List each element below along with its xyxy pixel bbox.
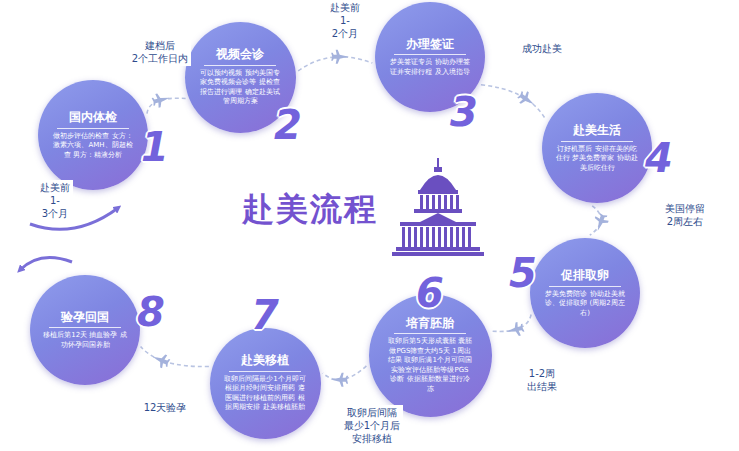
edge-label: 建档后 2个工作日内 bbox=[129, 38, 191, 66]
step-number: 1 bbox=[141, 127, 169, 167]
edge-label: 取卵后间隔 最少1个月后 安排移植 bbox=[341, 405, 403, 446]
step-number: 7 bbox=[251, 295, 279, 335]
step-content: 赴美生活订好机票后 安排在美的吃住行 梦美免费管家 协助赴美后吃住行 bbox=[555, 123, 639, 173]
step-circle: 培育胚胎取卵后第5天形成囊胚 囊胚做PGS筛查大约5天 1周出结果 取卵后满1个… bbox=[369, 294, 492, 417]
edge-label: 1-2周 出结果 bbox=[524, 366, 560, 394]
step-number: 8 bbox=[137, 292, 165, 332]
flight-connector bbox=[298, 57, 372, 71]
step-description: 可以预约视频 预约美国专家免费视频会诊等 提检查报告进行调理 确定赴美试管周期方… bbox=[198, 69, 282, 107]
timing-note: 赴美前 1-3个月 bbox=[37, 180, 73, 221]
step-circle: 视频会诊可以预约视频 预约美国专家免费视频会诊等 提检查报告进行调理 确定赴美试… bbox=[185, 22, 296, 133]
return-arrow bbox=[20, 258, 72, 271]
step-description: 梦美免费陪诊 协助赴美就诊、促排取卵 (周期2周左右) bbox=[543, 290, 627, 318]
step-content: 视频会诊可以预约视频 预约美国专家免费视频会诊等 提检查报告进行调理 确定赴美试… bbox=[198, 47, 282, 106]
step-circle: 赴美移植取卵后间隔最少1个月即可根据月经时间安排用药 遵医嘱进行移植前的用药 根… bbox=[210, 328, 321, 439]
step-title: 培育胚胎 bbox=[394, 316, 466, 335]
step-number: 6 bbox=[416, 273, 444, 313]
flight-connector bbox=[147, 98, 186, 114]
step-content: 验孕回国移植后第12天 抽血验孕 成功怀孕回国养胎 bbox=[43, 310, 127, 350]
step-description: 取卵后第5天形成囊胚 囊胚做PGS筛查大约5天 1周出结果 取卵后满1个月可回国… bbox=[388, 337, 472, 394]
edge-label: 美国停留 2周左右 bbox=[662, 201, 708, 229]
step-content: 国内体检做初步评估的检查 女方：激素六项、AMH、阴超检查 男方：精液分析 bbox=[51, 110, 135, 160]
edge-label: 成功赴美 bbox=[519, 41, 565, 56]
step-number: 5 bbox=[509, 253, 537, 293]
flight-connector bbox=[481, 85, 546, 120]
step-number: 2 bbox=[274, 105, 302, 145]
plane-arrowhead bbox=[150, 350, 171, 369]
step-circle: 验孕回国移植后第12天 抽血验孕 成功怀孕回国养胎8 bbox=[30, 275, 140, 385]
step-content: 办理签证梦美签证专员 协助办理签证并安排行程 及入境指导 bbox=[388, 37, 472, 77]
step-description: 梦美签证专员 协助办理签证并安排行程 及入境指导 bbox=[388, 58, 472, 77]
step-description: 做初步评估的检查 女方：激素六项、AMH、阴超检查 男方：精液分析 bbox=[51, 132, 135, 160]
step-title: 视频会诊 bbox=[204, 47, 276, 66]
step-title: 国内体检 bbox=[57, 110, 129, 129]
step-number: 3 bbox=[450, 92, 478, 132]
capitol-illustration bbox=[392, 158, 484, 256]
step-content: 赴美移植取卵后间隔最少1个月即可根据月经时间安排用药 遵医嘱进行移植前的用药 根… bbox=[223, 353, 307, 412]
plane-arrowhead bbox=[331, 373, 349, 387]
step-content: 培育胚胎取卵后第5天形成囊胚 囊胚做PGS筛查大约5天 1周出结果 取卵后满1个… bbox=[388, 316, 472, 394]
diagram-title: 赴美流程 bbox=[242, 188, 378, 232]
flight-connector bbox=[323, 366, 367, 380]
edge-label: 12天验孕 bbox=[141, 400, 190, 415]
step-description: 移植后第12天 抽血验孕 成功怀孕回国养胎 bbox=[43, 331, 127, 350]
step-title: 赴美生活 bbox=[561, 123, 633, 142]
step-circle: 办理签证梦美签证专员 协助办理签证并安排行程 及入境指导3 bbox=[375, 2, 485, 112]
plane-arrowhead bbox=[505, 321, 525, 339]
step-number: 4 bbox=[645, 138, 673, 178]
step-title: 促排取卵 bbox=[549, 268, 621, 287]
step-description: 取卵后间隔最少1个月即可根据月经时间安排用药 遵医嘱进行移植前的用药 根据周期安… bbox=[223, 375, 307, 413]
plane-arrowhead bbox=[516, 89, 538, 110]
flight-connector bbox=[490, 315, 531, 332]
step-title: 赴美移植 bbox=[229, 353, 301, 372]
plane-arrowhead bbox=[151, 91, 171, 109]
step-description: 订好机票后 安排在美的吃住行 梦美免费管家 协助赴美后吃住行 bbox=[555, 145, 639, 173]
plane-arrowhead bbox=[591, 212, 610, 233]
step-title: 办理签证 bbox=[394, 37, 466, 56]
step-circle: 促排取卵梦美免费陪诊 协助赴美就诊、促排取卵 (周期2周左右)5 bbox=[530, 238, 640, 348]
flight-connector bbox=[141, 346, 209, 366]
step-content: 促排取卵梦美免费陪诊 协助赴美就诊、促排取卵 (周期2周左右) bbox=[543, 268, 627, 318]
edge-label: 赴美前 1-2个月 bbox=[327, 0, 363, 41]
plane-arrowhead bbox=[331, 50, 349, 64]
step-circle: 赴美生活订好机票后 安排在美的吃住行 梦美免费管家 协助赴美后吃住行4 bbox=[542, 93, 652, 203]
step-title: 验孕回国 bbox=[49, 310, 121, 329]
step-circle: 国内体检做初步评估的检查 女方：激素六项、AMH、阴超检查 男方：精液分析1 bbox=[38, 80, 148, 190]
